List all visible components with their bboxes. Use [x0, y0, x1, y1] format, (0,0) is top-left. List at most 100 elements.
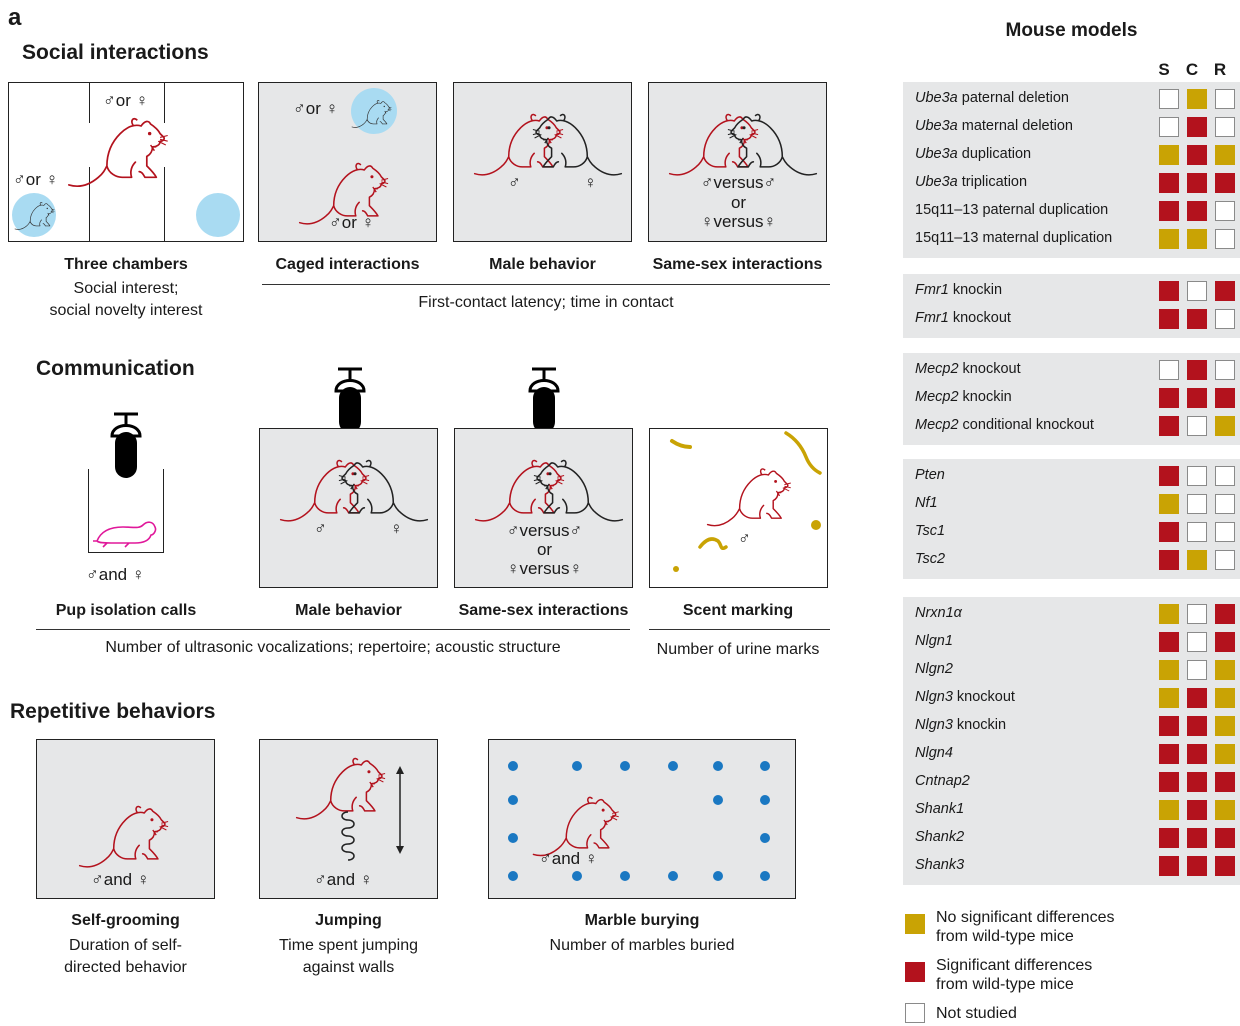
social-same-sex-line2: or [730, 193, 747, 212]
legend-significant-1: Significant differences [936, 957, 1093, 974]
model-label: Mecp2 knockin [915, 389, 1012, 405]
result-cell-s [1159, 856, 1179, 876]
comm-same-sex-line2: or [536, 540, 553, 559]
model-row: Mecp2 knockin [915, 385, 1240, 413]
marble [668, 871, 678, 881]
legend-no-significant-2: from wild-type mice [936, 928, 1074, 945]
model-label: Nlgn2 [915, 661, 953, 677]
model-label: Ube3a triplication [915, 174, 1028, 190]
pup-title: Pup isolation calls [55, 602, 197, 619]
jumping-desc-1: Time spent jumping [278, 937, 419, 954]
model-row: Nf1 [915, 491, 1240, 519]
model-label: Mecp2 conditional knockout [915, 417, 1094, 433]
model-row: Ube3a paternal deletion [915, 86, 1240, 114]
comm-measure-right: Number of urine marks [656, 641, 820, 658]
marble [713, 761, 723, 771]
marble [760, 761, 770, 771]
social-male-sex-left: ♂ [508, 173, 521, 192]
marble-box: ♂and ♀ [488, 739, 796, 899]
model-row: Mecp2 knockout [915, 357, 1240, 385]
grooming-sex: ♂and ♀ [91, 870, 150, 889]
grooming-desc-1: Duration of self- [69, 937, 182, 954]
result-cell-c [1187, 145, 1207, 165]
social-same-sex-title: Same-sex interactions [652, 256, 823, 273]
marble [760, 833, 770, 843]
result-cell-c [1187, 309, 1207, 329]
social-male-title: Male behavior [489, 256, 596, 273]
result-cell-s [1159, 550, 1179, 570]
model-row: Ube3a triplication [915, 170, 1240, 198]
result-cell-s [1159, 416, 1179, 436]
result-cell-s [1159, 716, 1179, 736]
result-cell-s [1159, 89, 1179, 109]
column-header-r: R [1213, 60, 1227, 79]
result-cell-c [1187, 828, 1207, 848]
model-label: Nlgn3 knockin [915, 717, 1007, 733]
result-cell-s [1159, 744, 1179, 764]
model-row: Tsc1 [915, 519, 1240, 547]
marble [572, 871, 582, 881]
result-cell-s [1159, 117, 1179, 137]
result-cell-r [1215, 309, 1235, 329]
model-label: Ube3a duplication [915, 146, 1032, 162]
social-same-sex-line1: ♂versus♂ [700, 173, 777, 192]
result-cell-c [1187, 416, 1207, 436]
result-cell-r [1215, 388, 1235, 408]
marble [713, 871, 723, 881]
result-cell-c [1187, 173, 1207, 193]
legend-not-studied: Not studied [936, 1005, 1017, 1022]
comm-male-box: ♂ ♀ [259, 428, 438, 588]
model-row: Mecp2 conditional knockout [915, 413, 1240, 441]
comm-male-title: Male behavior [295, 602, 402, 619]
social-measure-rule [262, 284, 830, 285]
result-cell-s [1159, 281, 1179, 301]
three-chambers-box: ♂or ♀ ♂or ♀ [8, 82, 244, 242]
result-cell-r [1215, 800, 1235, 820]
result-cell-s [1159, 660, 1179, 680]
model-row: Nlgn1 [915, 629, 1240, 657]
three-chambers-desc-2: social novelty interest [49, 302, 203, 319]
result-cell-c [1187, 466, 1207, 486]
model-label: Nlgn1 [915, 633, 953, 649]
model-label: Tsc2 [915, 551, 946, 567]
legend-swatch-significant [905, 962, 925, 982]
model-row: Ube3a maternal deletion [915, 114, 1240, 142]
result-cell-r [1215, 856, 1235, 876]
result-cell-r [1215, 688, 1235, 708]
result-cell-r [1215, 660, 1235, 680]
caged-box: ♂or ♀ ♂or ♀ [258, 82, 437, 242]
social-measure: First-contact latency; time in contact [418, 294, 674, 311]
social-same-sex-line3: ♀versus♀ [700, 212, 777, 231]
comm-same-sex-title: Same-sex interactions [458, 602, 629, 619]
legend-no-significant-1: No significant differences [936, 909, 1115, 926]
model-row: Nlgn4 [915, 741, 1240, 769]
model-label: Fmr1 knockout [915, 310, 1011, 326]
social-male-box: ♂ ♀ [453, 82, 632, 242]
model-row: Cntnap2 [915, 769, 1240, 797]
comm-male-sex-left: ♂ [314, 519, 327, 538]
model-row: Nlgn2 [915, 657, 1240, 685]
model-row: Tsc2 [915, 547, 1240, 575]
result-cell-c [1187, 856, 1207, 876]
model-label: Ube3a maternal deletion [915, 118, 1073, 134]
model-label: 15q11–13 paternal duplication [915, 202, 1109, 218]
column-header-c: C [1185, 60, 1199, 79]
result-cell-r [1215, 117, 1235, 137]
three-chambers-sex-left: ♂or ♀ [13, 170, 59, 189]
result-cell-r [1215, 173, 1235, 193]
result-cell-r [1215, 772, 1235, 792]
result-cell-c [1187, 522, 1207, 542]
grooming-desc-2: directed behavior [64, 959, 187, 976]
result-cell-r [1215, 744, 1235, 764]
result-cell-r [1215, 828, 1235, 848]
model-label: Shank1 [915, 801, 965, 817]
model-row: 15q11–13 maternal duplication [915, 226, 1240, 254]
model-row: Fmr1 knockin [915, 278, 1240, 306]
scent-box: ♂ [649, 428, 828, 588]
result-cell-s [1159, 145, 1179, 165]
model-row: Shank2 [915, 825, 1240, 853]
result-cell-c [1187, 800, 1207, 820]
result-cell-c [1187, 229, 1207, 249]
